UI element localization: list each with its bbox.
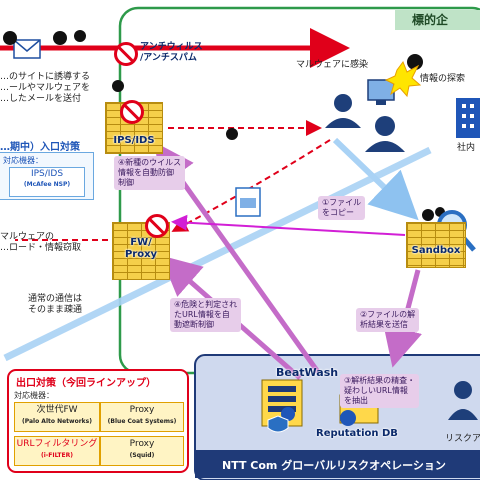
exit-item-2-vendor: (Blue Coat Systems) [107, 418, 177, 425]
lure-line-1: …のサイトに誘導する [0, 72, 91, 82]
exit-item-4: Proxy (Squid) [100, 436, 184, 466]
beatwash-label: BeatWash [276, 366, 339, 379]
malware-line-1: マルウェアの [0, 232, 55, 242]
fw-label: FW/ Proxy [124, 237, 158, 260]
step-2-line-1: ②ファイルの解 [360, 310, 416, 319]
exit-item-1-name: 次世代FW [36, 405, 78, 415]
step-4-label: ④危険と判定され たURL情報を自 動遮断制御 [170, 298, 242, 332]
lure-line-2: …ールやマルウェアを [0, 83, 91, 93]
internal-label: 社内 [457, 143, 476, 153]
entry-device-card: IPS/IDS (McAfee NSP) [9, 167, 85, 197]
lure-line-3: …したメールを送付 [0, 94, 82, 104]
exit-item-2: Proxy (Blue Coat Systems) [100, 402, 184, 432]
step-3-line-3: を抽出 [344, 396, 368, 405]
step-4b-label: ④新種のウイルス 情報を自動防御 制御 [114, 156, 186, 190]
soc-footer-text: NTT Com グローバルリスクオペレーション [222, 459, 446, 472]
ips-no-entry-icon [120, 100, 144, 124]
exit-item-3: URLフィルタリング (i-FILTER) [14, 436, 100, 466]
step-2-label: ②ファイルの解 析結果を送信 [356, 308, 420, 332]
infection-label: マルウェアに感染 [296, 60, 369, 70]
exit-item-1-vendor: (Palo Alto Networks) [22, 418, 92, 425]
sandbox-to-fw-arrow [171, 214, 406, 236]
ips-label: IPS/IDS [113, 135, 155, 146]
normal-traffic-text: 通常の通信は そのまま疎通 [28, 294, 82, 316]
normal-line-1: 通常の通信は [28, 294, 83, 304]
lure-text: …のサイトに誘導する …ールやマルウェアを …したメールを送付 [0, 72, 90, 105]
entry-title: …期中）入口対策 [0, 142, 80, 153]
malware-line-2: …ロード・情報窃取 [0, 243, 82, 253]
step-1-label: ①ファイル をコピー [318, 196, 366, 220]
exfil-label: 情報の探索 [420, 74, 466, 84]
step-4-line-1: ④危険と判定され [174, 300, 238, 309]
entry-device-box: 対応機器： IPS/IDS (McAfee NSP) [0, 152, 94, 200]
soc-to-ips-arrow [154, 141, 321, 374]
normal-traffic-arrow [3, 146, 432, 362]
exit-devices-title: 対応機器： [14, 391, 54, 400]
computer-icon [367, 79, 395, 105]
envelope-icon [13, 39, 41, 59]
entry-devices-title: 対応機器： [3, 156, 43, 165]
step-1-line-1: ①ファイル [322, 198, 362, 207]
exit-item-3-vendor: (i-FILTER) [40, 452, 73, 459]
antivirus-label: アンチウィルス /アンチスパム [140, 42, 203, 64]
normal-line-2: そのまま疎通 [28, 305, 83, 315]
step-2-line-2: 析結果を送信 [360, 320, 408, 329]
step-1-line-2: をコピー [322, 208, 354, 217]
building-icon [456, 98, 480, 138]
antivirus-line-2: /アンチスパム [140, 53, 197, 63]
exit-item-1: 次世代FW (Palo Alto Networks) [14, 402, 100, 432]
exit-item-3-name: URLフィルタリング [16, 439, 98, 449]
user-icon [325, 94, 478, 420]
document-icon [235, 187, 261, 217]
step-4-line-3: 動遮断制御 [174, 320, 214, 329]
header-bar [395, 10, 480, 30]
page-title: 標的企 [412, 13, 449, 27]
shield-icon [267, 415, 289, 433]
entry-device-vendor: (McAfee NSP) [23, 181, 71, 188]
reputation-label: Reputation DB [316, 428, 398, 439]
step-3-label: ③解析結果の精査・ 疑わしいURL情報 を抽出 [340, 374, 420, 408]
sandbox-wall: Sandbox [406, 222, 466, 268]
no-entry-icon [114, 42, 138, 66]
exit-title: 出口対策（今回ラインアップ） [16, 378, 156, 389]
infection-burst [384, 60, 422, 98]
copy-file-arrow [332, 137, 419, 221]
antivirus-line-1: アンチウィルス [140, 42, 203, 52]
step-3-line-2: 疑わしいURL情報 [344, 386, 408, 395]
step-4b-line-3: 制御 [118, 178, 134, 187]
exit-item-4-vendor: (Squid) [129, 452, 155, 459]
step-4b-line-1: ④新種のウイルス [118, 158, 182, 167]
sandbox-label: Sandbox [411, 245, 461, 256]
step-4-line-2: たURL情報を自 [174, 310, 230, 319]
fw-no-entry-icon [145, 214, 169, 238]
step-3-line-1: ③解析結果の精査・ [344, 376, 416, 385]
step-4b-line-2: 情報を自動防御 [118, 168, 174, 177]
exit-item-4-name: Proxy [129, 439, 155, 449]
malware-text: マルウェアの …ロード・情報窃取 [0, 232, 81, 254]
entry-device-name: IPS/IDS [30, 169, 64, 179]
exit-item-2-name: Proxy [129, 405, 155, 415]
soc-footer-bar [195, 450, 480, 478]
risk-label: リスクア [445, 434, 480, 444]
